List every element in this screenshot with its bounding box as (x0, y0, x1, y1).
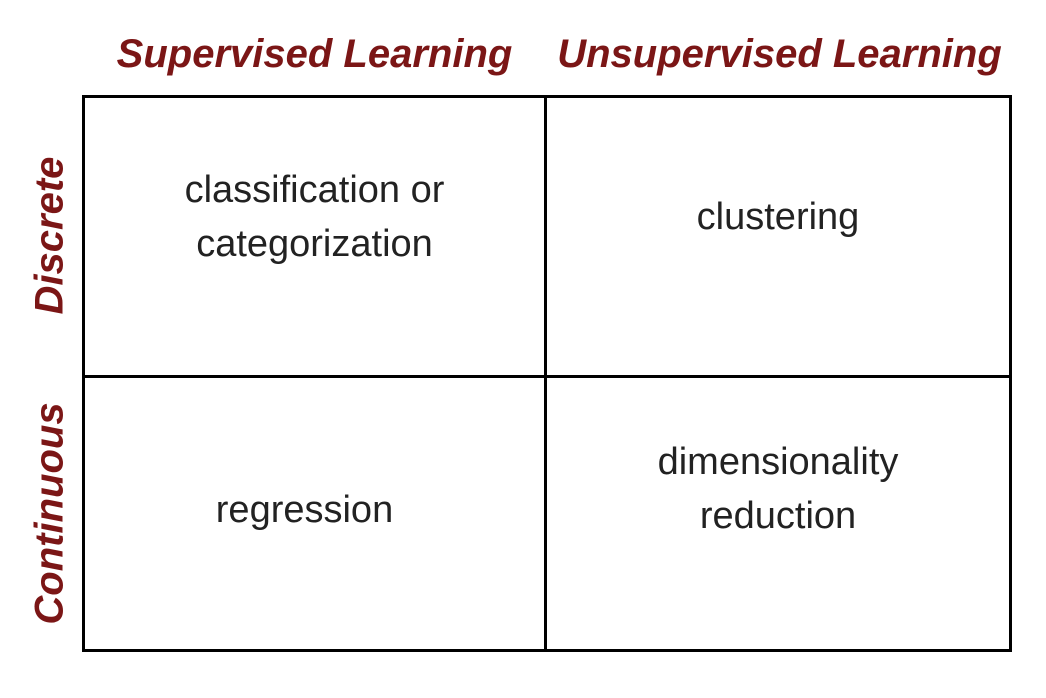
column-header-unsupervised: Unsupervised Learning (557, 31, 1002, 76)
cell-discrete-unsupervised: clustering (547, 98, 1009, 378)
quadrant-grid: classification or categorization cluster… (82, 95, 1012, 652)
cell-text-line: classification or (184, 168, 445, 211)
row-header-continuous: Continuous (27, 402, 72, 625)
cell-text-line: dimensionality (657, 440, 899, 483)
cell-text-line: reduction (699, 494, 857, 537)
column-header-supervised: Supervised Learning (116, 31, 513, 76)
row-header-continuous-container: Continuous (26, 375, 74, 652)
cell-text-line: regression (215, 488, 394, 531)
cell-discrete-supervised: classification or categorization (85, 98, 547, 378)
row-header-discrete-container: Discrete (26, 95, 74, 375)
cell-text-line: categorization (196, 222, 433, 265)
cell-continuous-unsupervised: dimensionality reduction (547, 378, 1009, 649)
cell-continuous-supervised: regression (85, 378, 547, 649)
cell-text-line: clustering (696, 195, 860, 238)
row-header-discrete: Discrete (27, 156, 72, 314)
